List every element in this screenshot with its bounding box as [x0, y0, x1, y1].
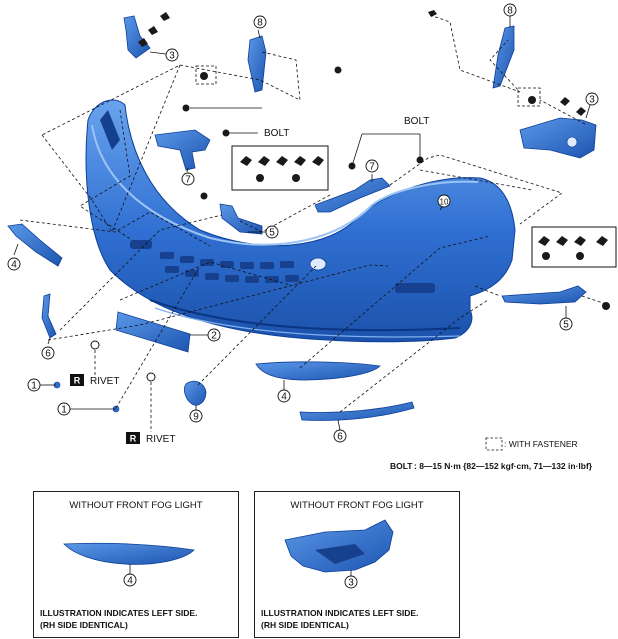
- bolt-label-left: BOLT: [264, 128, 289, 139]
- fog-garnish-blank-illustration: 4: [63, 542, 195, 587]
- callout-3-right: 3: [585, 92, 599, 106]
- callout-7-right: 7: [365, 159, 379, 173]
- svg-text:4: 4: [281, 392, 287, 403]
- svg-text:7: 7: [185, 175, 191, 186]
- callout-leaders: [13, 16, 591, 431]
- callout-5-left: 5: [265, 225, 279, 239]
- callout-10: 10: [437, 194, 451, 208]
- center-bracket-right: [314, 177, 391, 213]
- svg-text:2: 2: [211, 331, 217, 342]
- svg-text:4: 4: [127, 576, 133, 587]
- rivet-hole-icon: [146, 372, 156, 382]
- svg-text:RIVET: RIVET: [90, 376, 119, 387]
- svg-text:5: 5: [269, 228, 275, 239]
- legend-fastener-text: : WITH FASTENER: [504, 439, 578, 449]
- side-bracket-left: [123, 15, 151, 59]
- panel-note: ILLUSTRATION INDICATES LEFT SIDE. (RH SI…: [261, 608, 419, 630]
- side-bracket-blank-illustration: 3: [284, 519, 394, 589]
- svg-text:5: 5: [563, 320, 569, 331]
- svg-text:8: 8: [257, 18, 263, 29]
- svg-text:3: 3: [348, 578, 354, 589]
- fastener-box-right: [531, 226, 617, 268]
- callout-8-right: 8: [503, 3, 517, 17]
- bolt-label-right: BOLT: [404, 116, 429, 127]
- lower-molding-center: [299, 401, 415, 421]
- svg-text:9: 9: [193, 412, 199, 423]
- svg-text:RIVET: RIVET: [146, 434, 175, 445]
- rivet-label-lower: R RIVET: [126, 432, 175, 445]
- fastener-box-left: [231, 145, 329, 191]
- legend-torque-value: : 8—15 N·m {82—152 kgf·cm, 71—132 in·lbf…: [414, 461, 593, 471]
- svg-text:3: 3: [589, 95, 595, 106]
- callout-5-right: 5: [559, 317, 573, 331]
- side-bracket-right: [519, 117, 597, 159]
- panel-title: WITHOUT FRONT FOG LIGHT: [69, 500, 203, 511]
- svg-text:6: 6: [45, 349, 51, 360]
- svg-text:R: R: [130, 434, 137, 444]
- svg-text:1: 1: [61, 405, 67, 416]
- dashed-leader-lines: [19, 14, 607, 432]
- panel-note: ILLUSTRATION INDICATES LEFT SIDE. (RH SI…: [40, 608, 198, 630]
- fog-garnish-center: [255, 361, 381, 381]
- fastener-set: [138, 10, 610, 310]
- svg-text:4: 4: [11, 260, 17, 271]
- rivet-label-upper: R RIVET: [70, 374, 119, 387]
- callout-9: 9: [189, 409, 203, 423]
- panel-without-fog-light-bracket: WITHOUT FRONT FOG LIGHT 3 ILLUSTRATION I…: [254, 491, 460, 638]
- legend-torque-label: BOLT: [390, 461, 413, 471]
- panel-without-fog-light-garnish: WITHOUT FRONT FOG LIGHT 4 ILLUSTRATION I…: [33, 491, 239, 638]
- svg-text:R: R: [74, 376, 81, 386]
- callout-4-left: 4: [7, 257, 21, 271]
- panel-title: WITHOUT FRONT FOG LIGHT: [290, 500, 424, 511]
- callout-7-left: 7: [181, 172, 195, 186]
- legend-fastener-box-icon: [485, 437, 503, 451]
- svg-text:7: 7: [369, 162, 375, 173]
- fog-garnish-left: [7, 223, 63, 267]
- bumper-slider-right: [492, 25, 515, 89]
- rivet-hole-icon: [90, 340, 100, 350]
- lower-molding-left: [41, 293, 57, 339]
- callout-1-upper: 1: [27, 378, 41, 392]
- callout-3-upper-left: 3: [165, 48, 179, 62]
- callout-8-left: 8: [253, 15, 267, 29]
- svg-text:10: 10: [440, 198, 449, 207]
- tow-hook-cover: [184, 380, 207, 406]
- callout-6-left: 6: [41, 346, 55, 360]
- callout-4-center: 4: [277, 389, 291, 403]
- fastener-box-left-contents: [240, 156, 324, 182]
- license-plate-bracket: [115, 311, 191, 353]
- front-bumper-fascia: [85, 99, 516, 343]
- svg-text:6: 6: [337, 432, 343, 443]
- lower-bracket-left: [219, 203, 263, 235]
- center-bracket-left: [154, 129, 211, 171]
- callout-6-center: 6: [333, 429, 347, 443]
- lower-bracket-right: [501, 285, 587, 305]
- callout-1-lower: 1: [57, 402, 71, 416]
- with-fastener-dashed-boxes: [195, 65, 541, 107]
- svg-text:1: 1: [31, 381, 37, 392]
- bumper-slider-left: [247, 35, 267, 93]
- svg-text:3: 3: [169, 51, 175, 62]
- callout-2: 2: [207, 328, 221, 342]
- fastener-box-right-contents: [538, 236, 608, 260]
- svg-text:8: 8: [507, 6, 513, 17]
